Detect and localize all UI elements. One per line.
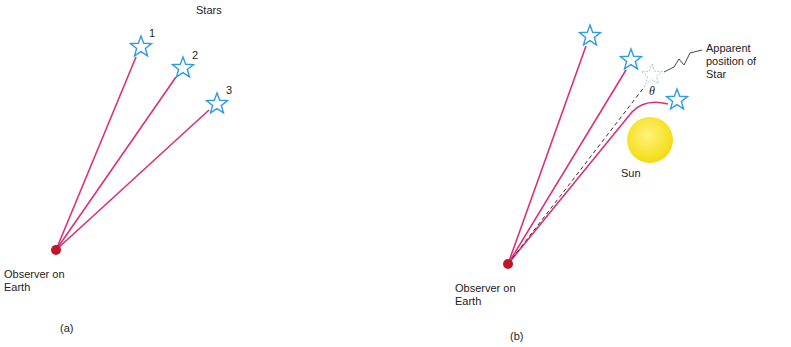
light-rays-b: [508, 46, 668, 264]
light-ray: [56, 110, 209, 250]
light-ray: [508, 70, 626, 264]
star-symbol: [131, 36, 152, 56]
light-ray: [56, 57, 136, 250]
heading-label: Stars: [196, 4, 222, 17]
apparent-star-symbol: [642, 64, 663, 84]
star-symbol: [667, 89, 688, 109]
stars-a: [131, 36, 228, 113]
apparent-direction-line: [508, 86, 645, 264]
callout-number: 1: [149, 27, 155, 40]
sun-disc: [627, 117, 673, 163]
callout-number: 3: [226, 84, 232, 97]
light-rays-a: [56, 57, 209, 250]
light-ray: [56, 77, 176, 250]
angle-label: θ: [649, 85, 655, 98]
star-symbol: [580, 25, 601, 45]
sun-label: Sun: [621, 167, 641, 180]
star-symbol: [207, 93, 228, 113]
observer-dot: [51, 245, 61, 255]
star-symbol: [173, 57, 194, 77]
bent-light-ray: [508, 102, 668, 264]
panel-label: (b): [510, 330, 523, 343]
apparent-position-label: Apparent position of Star: [706, 42, 758, 81]
observer-label: Observer on Earth: [4, 268, 74, 294]
observer-label: Observer on Earth: [455, 282, 525, 308]
callout-number: 2: [192, 49, 198, 62]
panel-label: (a): [60, 322, 73, 335]
star-symbol: [621, 49, 642, 69]
observer-dot: [503, 259, 513, 269]
leader-line: [664, 50, 702, 72]
stars-b: [580, 25, 688, 109]
